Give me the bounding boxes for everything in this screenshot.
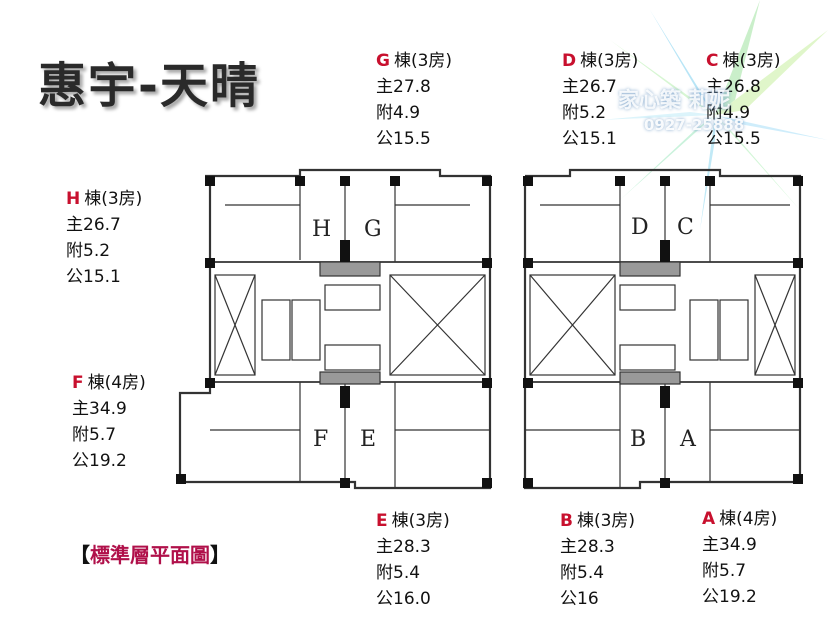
watermark-name: 家心築 莉妮 [618, 88, 731, 112]
right-building-outline [523, 168, 802, 490]
unit-type: 棟(3房) [576, 511, 636, 531]
unit-type: 棟(3房) [580, 51, 639, 71]
unit-main-area: 主26.8 [706, 77, 761, 97]
plan-label-c: C [677, 215, 694, 240]
unit-type: 棟(3房) [393, 51, 453, 71]
unit-letter: D [562, 51, 577, 71]
left-building-outline [178, 168, 492, 490]
unit-main-area: 主26.7 [66, 215, 121, 235]
unit-letter: A [702, 509, 716, 529]
unit-letter: C [706, 51, 719, 71]
unit-public-area: 公19.2 [702, 587, 757, 607]
plan-label-d: D [631, 215, 649, 240]
plan-label-e: E [360, 427, 376, 452]
unit-type: 棟(3房) [722, 51, 781, 71]
page-title: 惠宇-天晴 [38, 58, 260, 114]
unit-letter: H [66, 189, 81, 209]
unit-letter: E [376, 511, 388, 531]
unit-letter: F [72, 373, 84, 393]
caption-bracket-open: 【 [70, 543, 90, 567]
unit-main-area: 主34.9 [72, 399, 127, 419]
unit-type: 棟(3房) [391, 511, 450, 531]
plan-label-f: F [313, 427, 328, 452]
unit-public-area: 公16.0 [376, 589, 431, 609]
unit-public-area: 公15.5 [706, 129, 761, 149]
watermark-phone: 0927-25888 [644, 116, 745, 134]
unit-attached-area: 附4.9 [376, 103, 421, 123]
unit-attached-area: 附5.4 [560, 563, 605, 583]
unit-main-area: 主26.7 [562, 77, 617, 97]
unit-letter: B [560, 511, 573, 531]
plan-label-b: B [630, 427, 646, 452]
unit-attached-area: 附5.7 [72, 425, 117, 445]
unit-main-area: 主27.8 [376, 77, 431, 97]
plan-label-h: H [312, 217, 331, 242]
unit-main-area: 主28.3 [560, 537, 615, 557]
unit-attached-area: 附5.2 [562, 103, 607, 123]
plan-label-g: G [364, 217, 382, 242]
unit-main-area: 主28.3 [376, 537, 431, 557]
unit-public-area: 公19.2 [72, 451, 127, 471]
unit-attached-area: 附4.9 [706, 103, 751, 123]
plan-label-a: A [679, 427, 697, 452]
unit-public-area: 公16 [560, 589, 599, 609]
unit-public-area: 公15.1 [562, 129, 617, 149]
unit-public-area: 公15.5 [376, 129, 431, 149]
unit-attached-area: 附5.2 [66, 241, 111, 261]
unit-letter: G [376, 51, 390, 71]
unit-attached-area: 附5.7 [702, 561, 747, 581]
unit-main-area: 主34.9 [702, 535, 757, 555]
unit-type: 棟(3房) [84, 189, 143, 209]
unit-public-area: 公15.1 [66, 267, 121, 287]
caption-text: 標準層平面圖 [90, 543, 210, 567]
unit-attached-area: 附5.4 [376, 563, 421, 583]
unit-type: 棟(4房) [87, 373, 146, 393]
unit-type: 棟(4房) [719, 509, 778, 529]
plan-caption: 【標準層平面圖】 [70, 539, 230, 568]
caption-bracket-close: 】 [210, 543, 230, 567]
